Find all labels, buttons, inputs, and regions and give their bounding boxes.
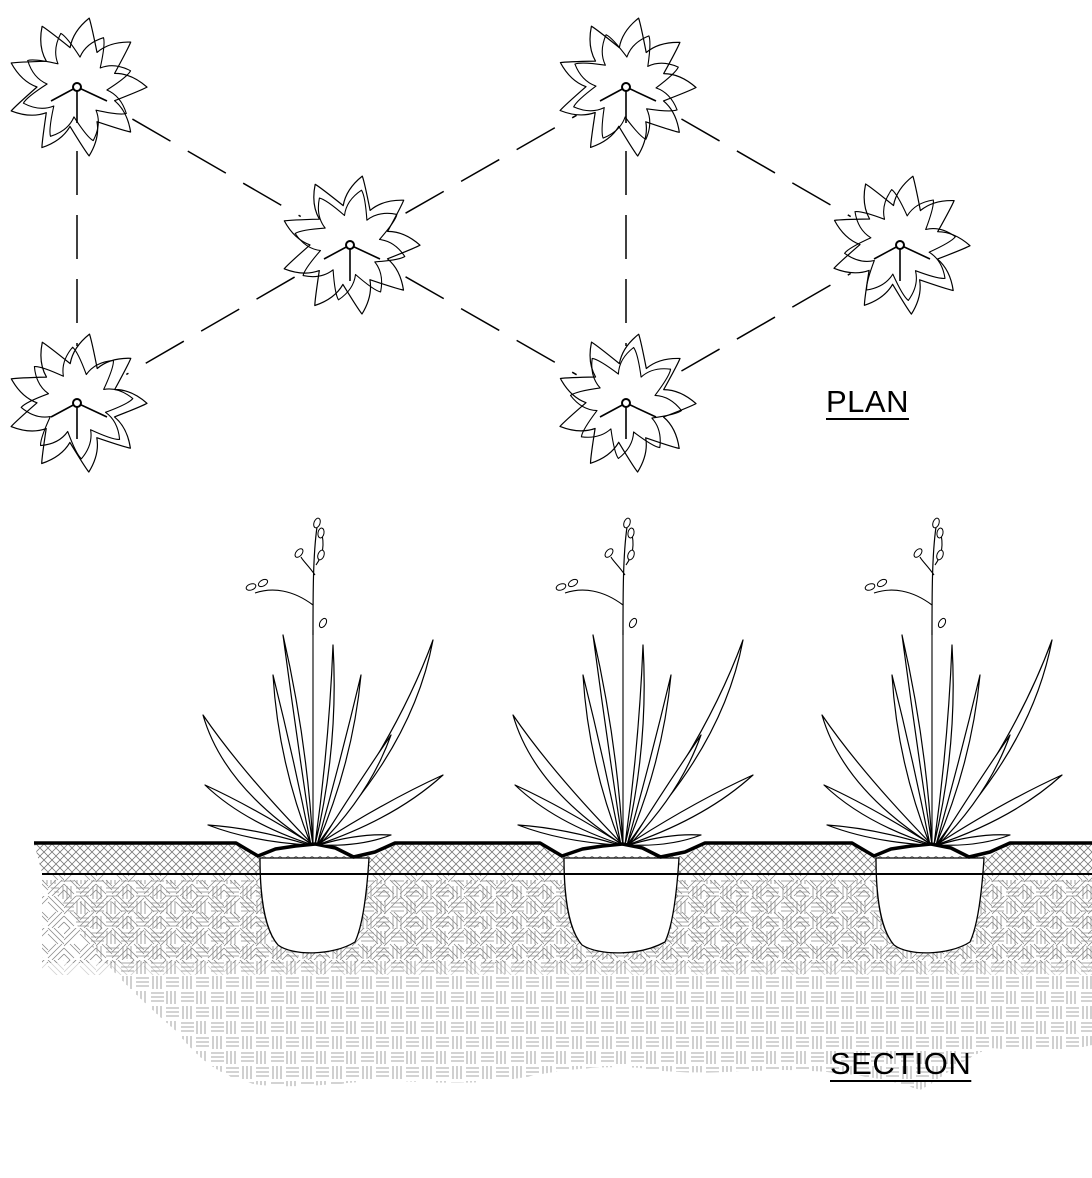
- plant-symbol: [559, 333, 697, 473]
- plant-center-icon: [895, 240, 905, 250]
- plant-elevation: [821, 517, 1063, 846]
- plant-center-icon: [621, 398, 631, 408]
- section-title: SECTION: [830, 1046, 972, 1081]
- section-view: [34, 517, 1092, 1090]
- root-ball: [259, 857, 370, 954]
- plant-symbol: [559, 17, 697, 157]
- plant-elevation: [202, 517, 444, 846]
- plant-symbol: [283, 175, 421, 315]
- plant-center-icon: [72, 398, 82, 408]
- plant-symbol: [833, 175, 971, 315]
- plant-elevation: [512, 517, 754, 846]
- root-ball: [563, 857, 680, 954]
- root-ball: [875, 857, 985, 954]
- plant-symbol: [10, 17, 148, 157]
- plant-center-icon: [621, 82, 631, 92]
- plant-center-icon: [72, 82, 82, 92]
- plant-symbol: [10, 333, 148, 473]
- plant-center-icon: [345, 240, 355, 250]
- plan-view: [10, 17, 971, 473]
- plan-title: PLAN: [826, 384, 909, 419]
